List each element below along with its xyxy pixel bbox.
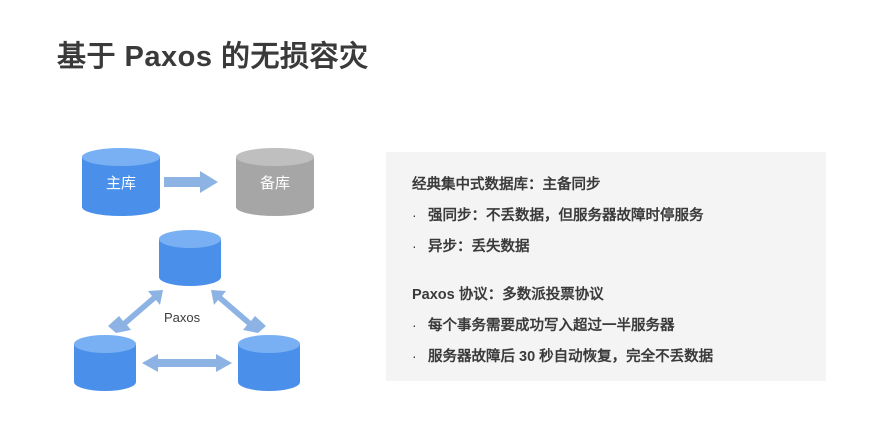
replication-arrow-icon — [164, 171, 218, 193]
paxos-disaster-recovery-diagram: 主库 备库 Paxos — [60, 130, 360, 400]
database-label-primary: 主库 — [105, 174, 136, 192]
list-item: · 每个事务需要成功写入超过一半服务器 — [412, 310, 800, 341]
block-spacer — [412, 262, 800, 280]
cylinder-top — [236, 148, 314, 166]
bullet-dot-icon: · — [412, 348, 417, 364]
paxos-node-bottom-right — [238, 335, 300, 391]
paxos-node-bottom-left — [74, 335, 136, 391]
paxos-arrow-top-left-icon — [108, 290, 163, 333]
block-heading-classic: 经典集中式数据库：主备同步 — [412, 177, 601, 193]
cylinder-bottom — [238, 373, 300, 391]
list-item-label: 每个事务需要成功写入超过一半服务器 — [428, 318, 675, 334]
list-item-label: 强同步：不丢数据，但服务器故障时停服务 — [428, 208, 704, 224]
cylinder-top — [159, 230, 221, 248]
database-cylinder-primary: 主库 — [82, 148, 160, 216]
paxos-center-label: Paxos — [164, 310, 201, 325]
list-item: · 异步：丢失数据 — [412, 231, 800, 262]
cylinder-bottom — [74, 373, 136, 391]
cylinder-top — [238, 335, 300, 353]
cylinder-top — [82, 148, 160, 166]
block-heading-paxos: Paxos 协议：多数派投票协议 — [412, 287, 604, 303]
paxos-arrow-bottom-icon — [142, 354, 232, 372]
page-title: 基于 Paxos 的无损容灾 — [57, 41, 369, 73]
content-block-paxos: Paxos 协议：多数派投票协议 · 每个事务需要成功写入超过一半服务器 · 服… — [412, 280, 800, 372]
list-item-label: 服务器故障后 30 秒自动恢复，完全不丢数据 — [428, 349, 714, 365]
list-item: · 服务器故障后 30 秒自动恢复，完全不丢数据 — [412, 341, 800, 372]
list-item-label: 异步：丢失数据 — [428, 239, 530, 255]
cylinder-bottom — [82, 198, 160, 216]
cylinder-top — [74, 335, 136, 353]
diagram-arrows — [108, 171, 266, 372]
paxos-arrow-top-right-icon — [211, 290, 266, 333]
content-panel: 经典集中式数据库：主备同步 · 强同步：不丢数据，但服务器故障时停服务 · 异步… — [386, 152, 826, 381]
content-block-classic: 经典集中式数据库：主备同步 · 强同步：不丢数据，但服务器故障时停服务 · 异步… — [412, 170, 800, 262]
bullet-dot-icon: · — [412, 317, 417, 333]
cylinder-bottom — [236, 198, 314, 216]
bullet-dot-icon: · — [412, 207, 417, 223]
bullet-dot-icon: · — [412, 238, 417, 254]
database-cylinder-standby: 备库 — [236, 148, 314, 216]
database-label-standby: 备库 — [259, 174, 290, 192]
cylinder-bottom — [159, 268, 221, 286]
list-item: · 强同步：不丢数据，但服务器故障时停服务 — [412, 200, 800, 231]
paxos-node-top — [159, 230, 221, 286]
